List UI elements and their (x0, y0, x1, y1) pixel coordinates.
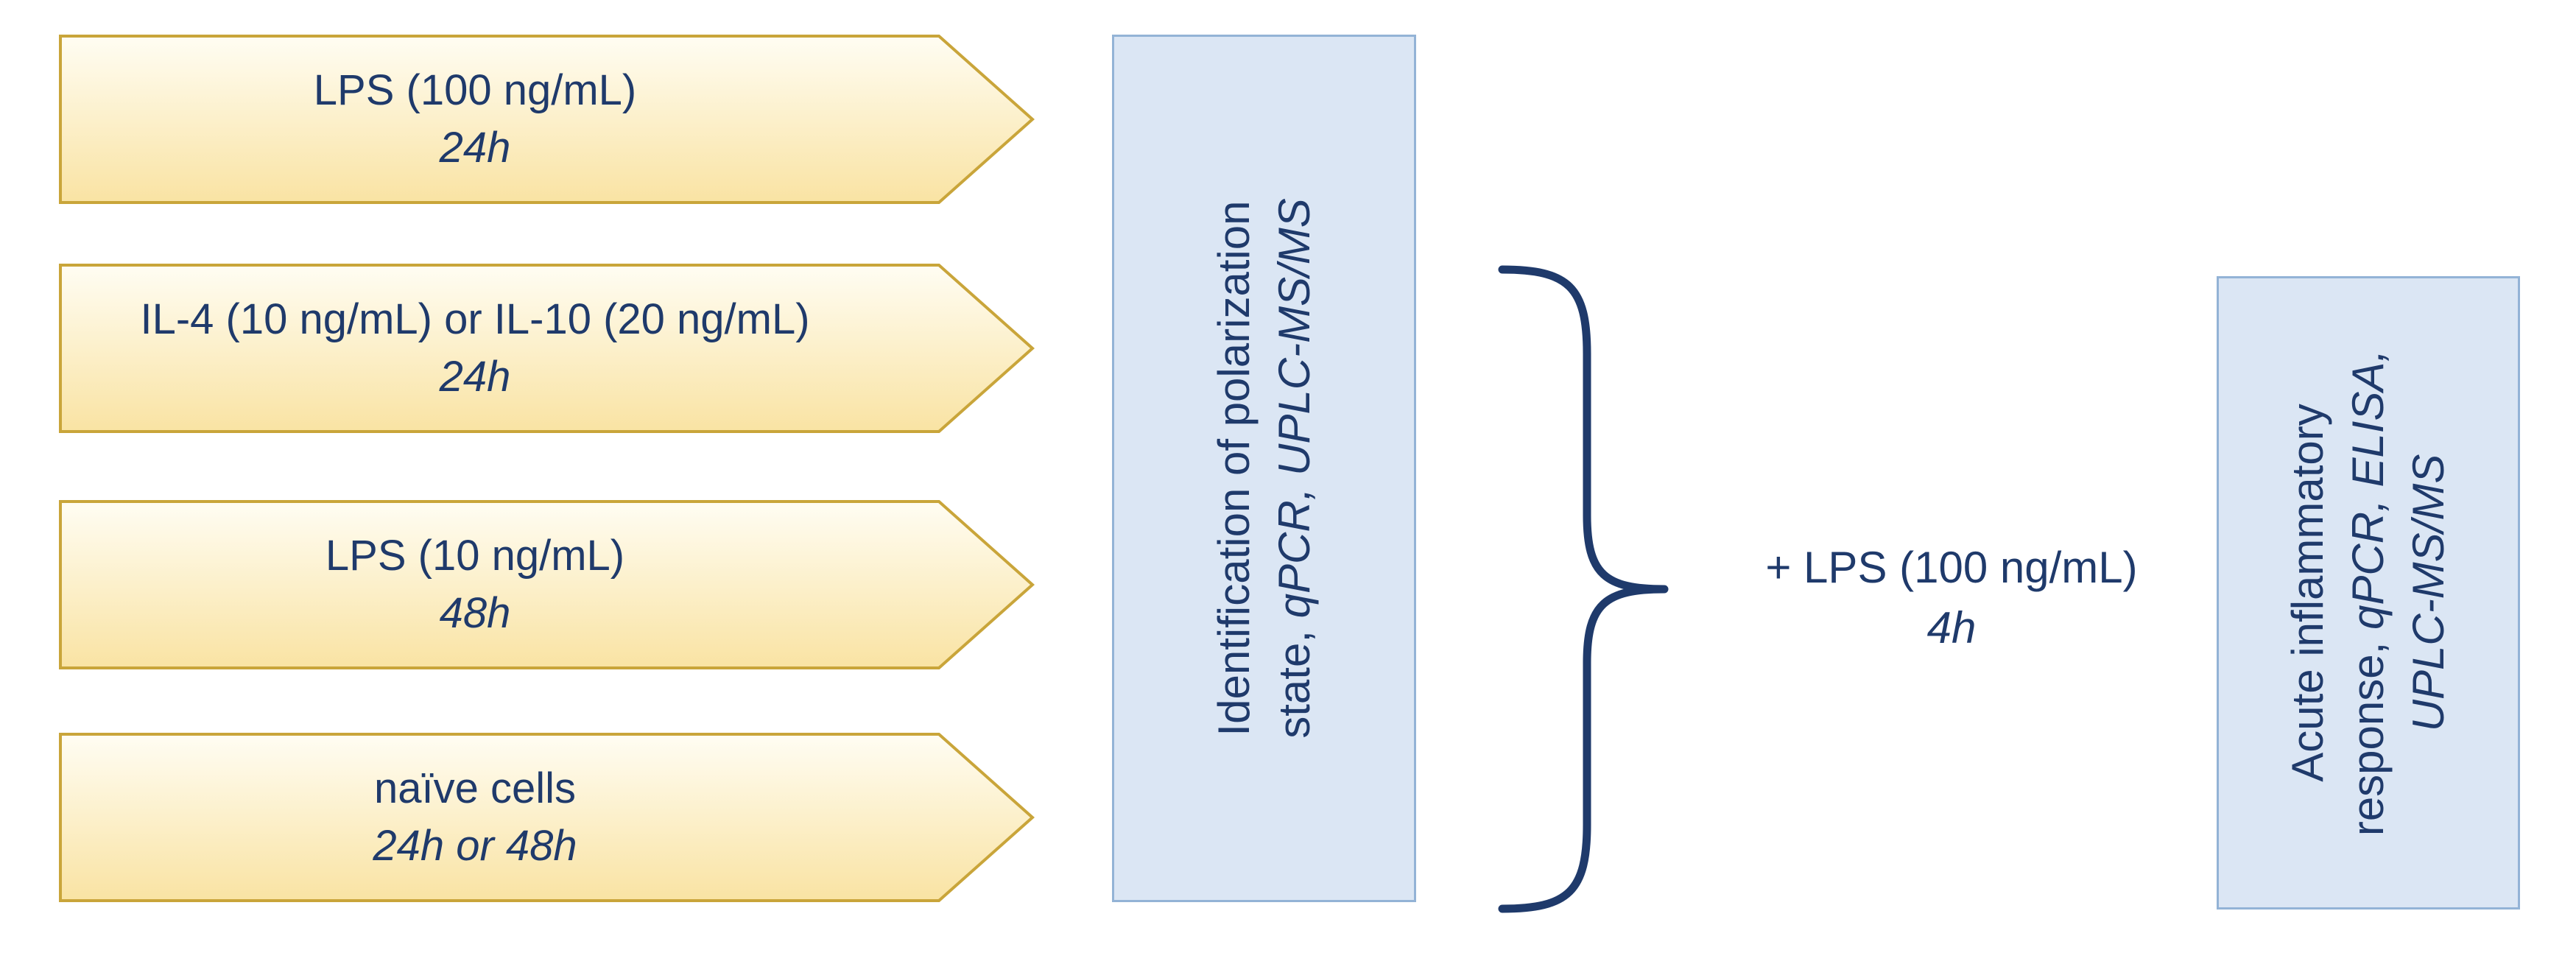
response-line2-plain: response, (2343, 629, 2393, 837)
response-line2: response, qPCR, ELISA, (2338, 350, 2399, 836)
polarization-box-text: Identification of polarization state, qP… (1204, 198, 1325, 739)
condition-arrow-lps-10: LPS (10 ng/mL) 48h (59, 500, 1035, 669)
condition-label: LPS (10 ng/mL) (325, 532, 625, 580)
arrow-shape (59, 264, 1035, 433)
polarization-box: Identification of polarization state, qP… (1112, 35, 1416, 902)
condition-duration: 48h (439, 589, 511, 637)
condition-arrow-naive: naïve cells 24h or 48h (59, 733, 1035, 902)
polarization-line1: Identification of polarization (1208, 200, 1259, 736)
response-methods: qPCR, ELISA, (2343, 349, 2393, 630)
condition-duration: 24h (439, 353, 511, 401)
arrow-shape (59, 35, 1035, 204)
arrow-shape (59, 733, 1035, 902)
condition-label: LPS (100 ng/mL) (313, 66, 637, 114)
curly-brace-icon (1498, 265, 1669, 913)
condition-duration: 24h (439, 124, 511, 172)
response-box: Acute inflammatory response, qPCR, ELISA… (2217, 276, 2520, 910)
condition-duration: 24h or 48h (373, 822, 577, 870)
polarization-line2-plain: state, (1269, 618, 1319, 739)
condition-label: naïve cells (373, 764, 577, 812)
response-box-text: Acute inflammatory response, qPCR, ELISA… (2278, 350, 2459, 836)
treatment-duration: 4h (1926, 603, 1977, 652)
condition-label: IL-4 (10 ng/mL) or IL-10 (20 ng/mL) (140, 295, 810, 343)
response-line3: UPLC-MS/MS (2404, 454, 2453, 732)
condition-arrow-il4-il10: IL-4 (10 ng/mL) or IL-10 (20 ng/mL) 24h (59, 264, 1035, 433)
polarization-line2: state, qPCR, UPLC-MS/MS (1264, 198, 1325, 739)
treatment-label: + LPS (100 ng/mL) 4h (1686, 538, 2217, 658)
polarization-methods: qPCR, UPLC-MS/MS (1269, 198, 1319, 619)
treatment-line1: + LPS (100 ng/mL) (1765, 543, 2138, 592)
condition-arrow-lps-100: LPS (100 ng/mL) 24h (59, 35, 1035, 204)
response-line1: Acute inflammatory (2283, 404, 2332, 782)
arrow-shape (59, 500, 1035, 669)
